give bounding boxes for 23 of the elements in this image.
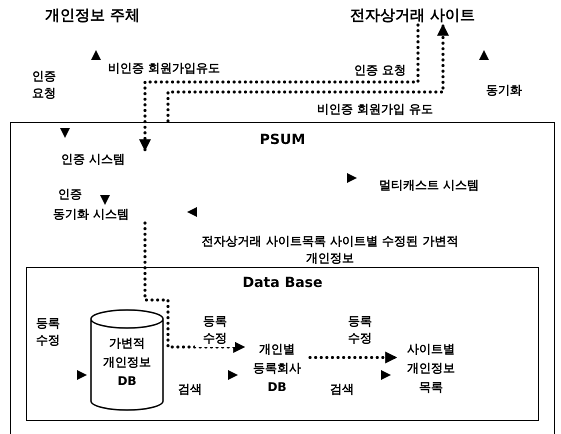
node-label: 동기화 시스템: [53, 206, 161, 222]
text-label: 동기화: [486, 82, 523, 98]
arrow: [139, 24, 420, 152]
node-label: 전자상거래 사이트: [350, 6, 520, 24]
text-label: 검색: [330, 381, 355, 397]
cylinder-label: 가변적 개인정보 DB: [102, 335, 152, 390]
arrow: [144, 222, 246, 353]
edge-label: 등록 수정: [195, 313, 235, 347]
node-label: 개인정보 주체: [45, 6, 180, 24]
arrow: [166, 24, 449, 122]
text-label: 인증 요청: [31, 68, 57, 102]
node-label: 멀티캐스트 시스템: [379, 177, 519, 193]
text-label: 인증: [58, 186, 83, 202]
node-label: 개인별 등록회사 DB: [246, 340, 308, 397]
text-label: 전자상거래 사이트목록 사이트별 수정된 가변적 개인정보: [200, 233, 460, 267]
text-label: 등록 수정: [35, 315, 61, 349]
text-label: 검색: [178, 381, 203, 397]
text-label: 비인증 회원가입유도: [108, 60, 222, 76]
box-title: PSUM: [260, 132, 306, 148]
box-title: Data Base: [242, 275, 323, 291]
node-label: 사이트별 개인정보 목록: [398, 340, 464, 397]
arrow: [308, 352, 398, 364]
node-label: 인증 시스템: [61, 151, 153, 167]
